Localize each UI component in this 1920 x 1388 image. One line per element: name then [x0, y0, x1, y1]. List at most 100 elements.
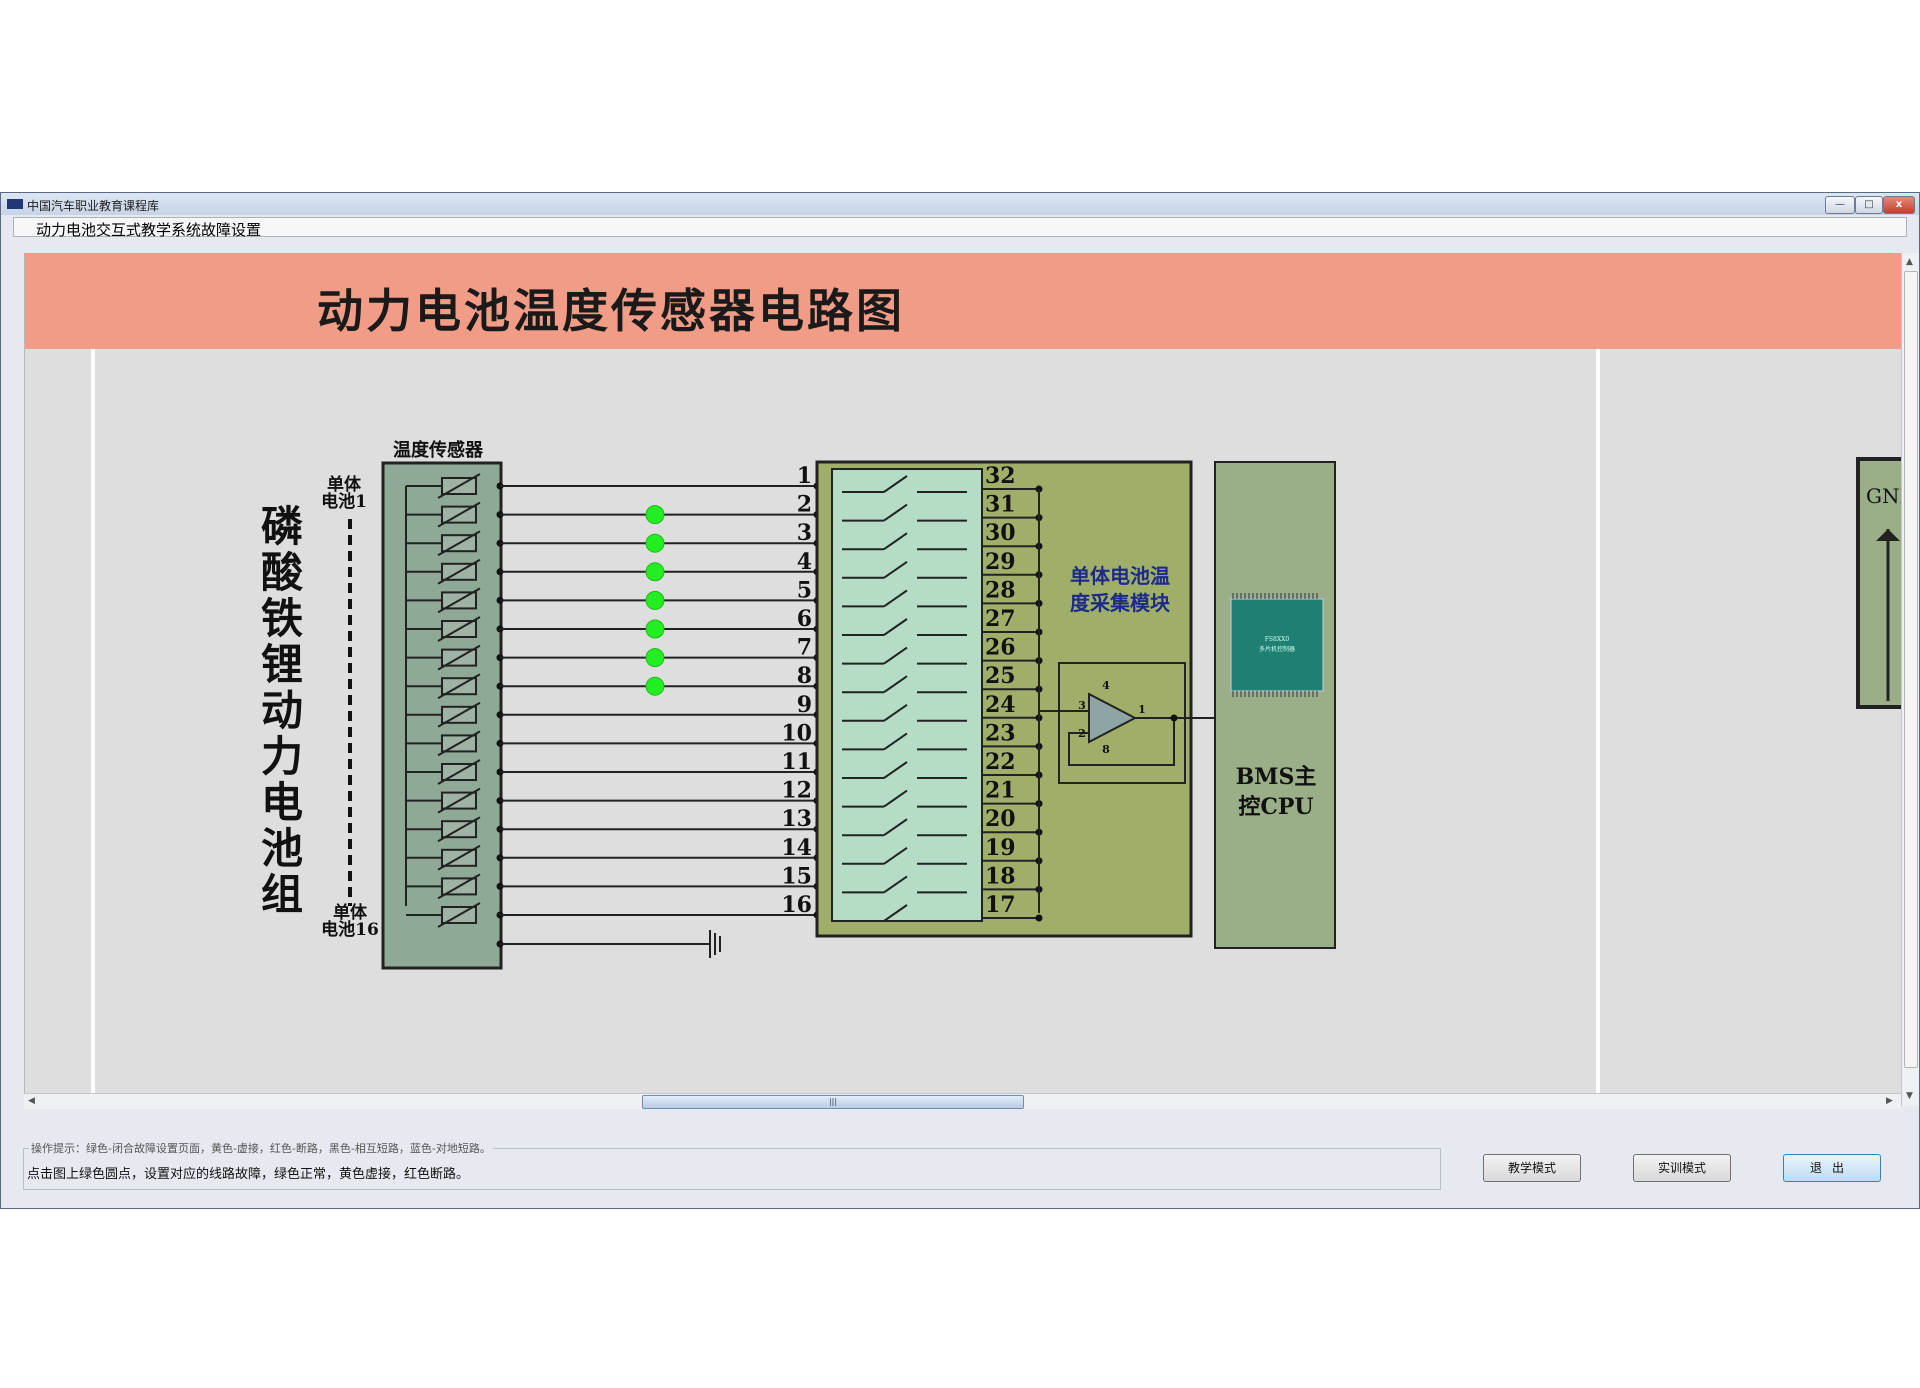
right-pin-32: 32 [985, 463, 1016, 489]
opamp-pin-4: 4 [1102, 679, 1110, 692]
vertical-scroll-thumb[interactable] [1904, 271, 1918, 1068]
battery-pack-label: 组 [261, 870, 303, 919]
right-pin-31: 31 [985, 492, 1016, 518]
cpu-label: 控CPU [1238, 794, 1313, 820]
chip-text: FS8XX0 [1265, 636, 1290, 643]
right-pin-17: 17 [985, 892, 1016, 918]
switch-blade [883, 761, 908, 779]
scroll-up-icon[interactable]: ▲ [1906, 257, 1913, 267]
opamp-feedback-wire [1068, 718, 1175, 766]
scroll-down-icon[interactable]: ▼ [1906, 1091, 1913, 1101]
fault-point-8[interactable] [645, 676, 665, 696]
thermistor-slash [437, 844, 481, 871]
left-pin-14: 14 [781, 835, 812, 861]
left-pin-3: 3 [797, 520, 812, 546]
left-pin-2: 2 [797, 492, 812, 518]
left-pin-1: 1 [797, 463, 812, 489]
opamp-pin-1: 1 [1138, 703, 1146, 716]
switch-blade [883, 732, 908, 751]
right-pin-21: 21 [985, 778, 1016, 804]
thermistor-slash [437, 816, 481, 843]
switch-blade [883, 646, 908, 665]
hint-text: 点击图上绿色圆点，设置对应的线路故障，绿色正常，黄色虚接，红色断路。 [27, 1167, 470, 1182]
right-pin-25: 25 [985, 663, 1016, 689]
switch-blade [883, 904, 908, 922]
switch-blade [883, 475, 908, 493]
battery-pack-label: 动 [261, 686, 303, 735]
vertical-scrollbar[interactable]: ▲ ▼ [1901, 253, 1919, 1106]
module-label: 单体电池温 [1070, 564, 1170, 588]
exit-button[interactable]: 退出 [1783, 1154, 1881, 1182]
switch-blade [883, 818, 908, 837]
train-mode-button[interactable]: 实训模式 [1633, 1154, 1731, 1182]
cell-first-label: 电池1 [321, 491, 367, 512]
left-guide-line [91, 349, 95, 1106]
opamp-pin-8: 8 [1102, 743, 1110, 756]
opamp-icon [1088, 692, 1138, 744]
thermistor-slash [437, 873, 481, 900]
right-pin-26: 26 [985, 635, 1016, 661]
battery-pack-label: 酸 [261, 548, 304, 597]
right-pin-27: 27 [985, 606, 1016, 632]
battery-pack-label: 力 [261, 732, 303, 781]
battery-pack-label: 铁 [261, 594, 303, 643]
chip-text: 多片机控制器 [1259, 645, 1295, 653]
app-icon [7, 199, 23, 209]
diagram-header: 动力电池温度传感器电路图 [25, 253, 1902, 349]
fault-point-2[interactable] [645, 505, 665, 525]
left-pin-10: 10 [781, 720, 812, 746]
scroll-right-icon[interactable]: ▶ [1886, 1096, 1893, 1106]
thermistor-slash [437, 530, 481, 557]
right-pin-22: 22 [985, 749, 1016, 775]
thermistor-slash [437, 787, 481, 814]
app-window: 中国汽车职业教育课程库 — □ x 动力电池交互式教学系统故障设置 动力电池温度… [0, 192, 1920, 1209]
thermistor-slash [437, 759, 481, 785]
bms-cpu-block [1214, 461, 1336, 949]
fault-point-5[interactable] [645, 590, 665, 610]
teach-mode-button[interactable]: 教学模式 [1483, 1154, 1581, 1182]
battery-pack-label: 池 [261, 824, 303, 873]
right-pin-19: 19 [985, 835, 1016, 861]
thermistor-slash [437, 701, 481, 728]
left-pin-4: 4 [797, 549, 812, 575]
right-pin-18: 18 [985, 863, 1016, 889]
gnd-arrow-icon [1876, 529, 1900, 541]
switch-blade [883, 703, 908, 722]
thermistor-slash [437, 501, 481, 528]
right-pin-24: 24 [985, 692, 1016, 718]
maximize-button[interactable]: □ [1855, 196, 1883, 214]
battery-pack-label: 锂 [261, 640, 303, 689]
subtitle-bar: 动力电池交互式教学系统故障设置 [13, 217, 1907, 239]
left-pin-15: 15 [781, 863, 812, 889]
opamp-pin-2: 2 [1078, 727, 1086, 740]
right-pin-20: 20 [985, 806, 1016, 832]
close-button[interactable]: x [1883, 196, 1915, 214]
fault-point-6[interactable] [645, 619, 665, 639]
page-subtitle: 动力电池交互式教学系统故障设置 [36, 221, 262, 239]
switch-blade [883, 846, 908, 865]
scroll-left-icon[interactable]: ◀ [28, 1096, 35, 1106]
cell-last-label: 单体 [333, 902, 368, 923]
opamp-pin-3: 3 [1078, 699, 1086, 712]
horizontal-scroll-thumb[interactable]: ||| [642, 1095, 1024, 1109]
right-pin-30: 30 [985, 520, 1016, 546]
switch-panel [831, 468, 983, 922]
module-label: 度采集模块 [1070, 591, 1171, 615]
opamp-output-node [1170, 714, 1178, 722]
left-pin-8: 8 [797, 663, 812, 689]
cell-first-label: 单体 [327, 474, 362, 495]
minimize-button[interactable]: — [1825, 196, 1855, 214]
battery-pack-label: 电 [261, 778, 303, 827]
thermistor-slash [437, 644, 481, 671]
title-bar[interactable]: 中国汽车职业教育课程库 — □ x [1, 193, 1919, 215]
horizontal-scrollbar[interactable]: ◀ ||| ▶ [24, 1093, 1901, 1109]
right-pin-28: 28 [985, 577, 1016, 603]
left-pin-9: 9 [797, 692, 812, 718]
thermistor-slash [437, 616, 481, 642]
switch-blade [883, 532, 908, 551]
fault-point-4[interactable] [645, 562, 665, 582]
fault-point-3[interactable] [645, 533, 665, 553]
fault-point-7[interactable] [645, 648, 665, 668]
right-pin-23: 23 [985, 720, 1016, 746]
